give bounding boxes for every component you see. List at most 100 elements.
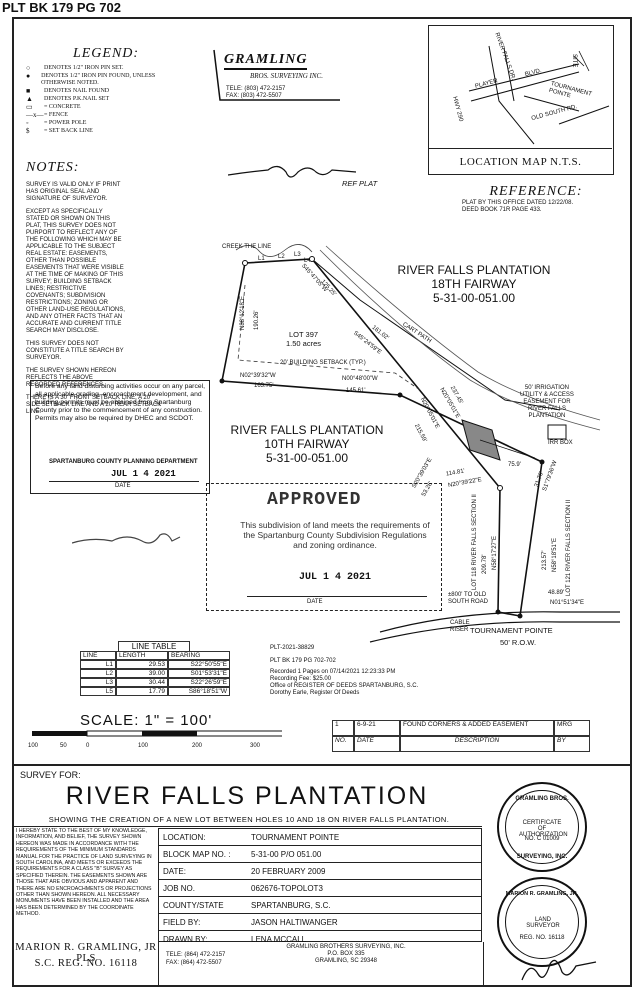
firm-logo-tel: TELE: (803) 472-2157 [226,86,286,92]
seal-line: CERTIFICATE OF AUTHORIZATION [519,820,568,838]
info-field-label: FIELD BY: [163,917,201,927]
legend-symbol-icon: $ [26,127,30,135]
planning-text: Before any land disturbing activities oc… [35,383,206,422]
table-cell: S22°50'55"E [168,660,230,669]
reference: REFERENCE: PLAT BY THIS OFFICE DATED 12/… [456,184,616,214]
footer-box [158,942,484,987]
ref-plat-scribble [228,165,357,178]
lot-label: LOT 397 1.50 acres [286,330,321,348]
lot-121-label: LOT 121 RIVER FALLS SECTION II [566,499,572,596]
scale-bar-graphic [32,730,282,737]
seal-line: NO. C 01009 [524,836,560,842]
info-field-row: DRAWN BY:LENA MCCALL [159,931,481,947]
line-table-header-cell: LINE [80,651,116,660]
table-cell: L1 [80,660,116,669]
legend-symbol-icon: ● [26,72,31,80]
info-field-value: SPARTANBURG, S.C. [251,900,331,910]
info-field-label: DRAWN BY: [163,934,208,944]
revision-header: NO. [332,736,354,752]
legend-text: = SET BACK LINE [44,128,93,134]
legend-text: DENOTES 1/2" IRON PIN SET. [44,65,124,71]
legend-item: ●DENOTES 1/2" IRON PIN FOUND, UNLESS OTH… [26,73,186,87]
legend-item: ▲DENOTES P.K.NAIL SET [26,96,186,103]
recording-line: PLT-2021-38829 [270,645,315,651]
scale-label: SCALE: 1" = 100' [80,712,213,729]
recording-line: Dorothy Earle, Register Of Deeds [270,690,360,696]
info-field-row: LOCATION:TOURNAMENT POINTE [159,829,481,846]
legend-text: = FENCE [44,112,68,118]
info-field-label: COUNTY/STATE [163,900,224,910]
seal-line: GRAMLING BROS. [515,796,569,802]
fairway-10-label: RIVER FALLS PLANTATION 10TH FAIRWAY 5-31… [218,423,396,465]
planning-dept: SPARTANBURG COUNTY PLANNING DEPARTMENT [49,459,198,465]
bearing-label: N00°48'00"W [342,376,378,382]
info-field-value: 062676-TOPOLOT3 [251,883,323,893]
table-cell: S01°53'31"E [168,669,230,678]
info-field-label: JOB NO. [163,883,196,893]
recording-line: Recorded 1 Pages on 07/14/2021 12:23:33 … [270,669,396,675]
easement-line: RIVER FALLS [527,406,566,412]
line-table-header-cell: BEARING [168,651,230,660]
footer-firm-line: GRAMLING, SC 29348 [314,958,378,964]
recording-line: Office of REGISTER OF DEEDS SPARTANBURG,… [270,683,419,689]
legend-text: DENOTES NAIL FOUND [44,88,110,94]
fairway-18-line: RIVER FALLS PLANTATION [397,263,551,277]
legend: LEGEND: ○DENOTES 1/2" IRON PIN SET.●DENO… [26,46,186,136]
lot-area: 1.50 acres [286,339,322,348]
line-table-header-cell: LENGTH [116,651,168,660]
reference-line: PLAT BY THIS OFFICE DATED 12/22/08. [462,200,574,206]
fairway-18-line: 18TH FAIRWAY [431,277,517,291]
scale-tick: 0 [86,743,90,749]
irr-box-label: IRR BOX [548,440,573,446]
info-field-label: BLOCK MAP NO. : [163,849,231,859]
legend-text: DENOTES P.K.NAIL SET [44,96,110,102]
info-field-value: JASON HALTIWANGER [251,917,338,927]
legend-item: $ = SET BACK LINE [26,128,186,135]
surveyor-reg: S.C. REG. NO. 16118 [34,958,138,969]
location-map-drawing [468,45,610,145]
surveyor-signature [521,959,597,981]
table-cell: 39.00 [116,669,168,678]
creek-label: CREEK THE LINE [222,244,272,250]
footer-firm-line: GRAMLING BROTHERS SURVEYING, INC. [286,944,406,950]
info-field-row: BLOCK MAP NO. :5-31-00 P/O 051.00 [159,846,481,863]
info-field-row: FIELD BY: JASON HALTIWANGER [159,914,481,931]
fairway-10-line: 10TH FAIRWAY [264,437,350,451]
notes-paragraphs: SURVEY IS VALID ONLY IF PRINT HAS ORIGIN… [26,182,174,416]
bearing-label: N58°18'51"E [552,537,558,572]
notes-title: NOTES: [26,160,80,175]
planning-date-label: DATE [115,483,131,489]
legend-text: = CONCRETE [44,104,81,110]
line-label: L2 [278,254,285,260]
seal-line: SURVEYING, INC. [516,854,568,860]
legend-symbol-icon: ○ [26,64,31,72]
easement-line: UTILITY & ACCESS [520,392,574,398]
firm-logo-name: GRAMLING [224,52,308,70]
lot-number: LOT 397 [288,330,319,339]
note-paragraph: THE SURVEY SHOWN HEREON REFLECTS THE ABO… [26,368,117,388]
line-label: L4 [304,258,311,264]
table-cell: 30.44 [116,678,168,687]
table-cell: 17.79 [116,687,168,696]
recording-line: PLT BK 179 PG 702-702 [270,658,336,664]
easement-line: 50' IRRIGATION [524,385,569,391]
distance-label: 145.61' [346,388,366,394]
revision-cell: MRG [554,720,590,736]
legend-symbol-icon: —x— [26,111,44,119]
easement-line: EASEMENT FOR [523,399,571,405]
setback-label: 20' BUILDING SETBACK (TYP.) [280,360,366,366]
surveyor-seal: MARION R. GRAMLING, JR. LAND SURVEYOR RE… [497,877,587,967]
table-cell: S22°26'59"E [168,678,230,687]
revision-header: DATE [354,736,400,752]
line-label: L1 [258,256,265,262]
planning-box: Before any land disturbing activities oc… [30,380,210,494]
easement-line: PLANTATION [528,413,566,419]
certification-text: I HEREBY STATE TO THE BEST OF MY KNOWLED… [16,828,152,918]
footer-fax: FAX: (864) 472-5507 [166,960,222,966]
plat-drawing [219,244,620,643]
